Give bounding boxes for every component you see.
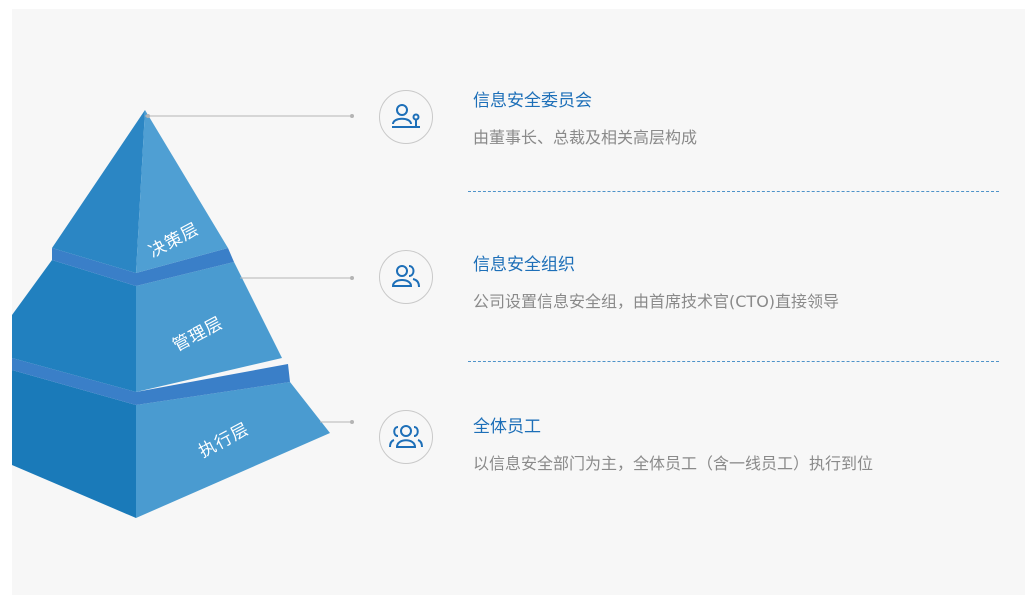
pyramid-diagram [12, 110, 354, 518]
item-3-icon-circle [379, 410, 433, 464]
pyramid-band-lower [12, 358, 290, 405]
item-2-title: 信息安全组织 [473, 255, 575, 275]
leader-dot-end-1 [350, 114, 354, 118]
pyramid-tier-execution-right [136, 382, 330, 518]
group-users-icon [389, 425, 423, 448]
item-3-title: 全体员工 [473, 417, 541, 437]
leader-dot-start-1 [146, 114, 150, 118]
item-1-icon-circle [379, 90, 433, 144]
pyramid-tier-decision-right [136, 110, 228, 273]
item-2-description: 公司设置信息安全组，由首席技术官(CTO)直接领导 [473, 292, 840, 311]
pyramid-tier-execution-left [12, 370, 136, 518]
item-3-description: 以信息安全部门为主，全体员工（含一线员工）执行到位 [473, 454, 874, 473]
item-2-icon-circle [379, 250, 433, 304]
pyramid-tier-management-left [12, 260, 136, 392]
divider-1 [468, 191, 999, 192]
leader-dot-end-2 [350, 276, 354, 280]
pyramid-tier-decision-left [52, 110, 145, 273]
pyramid-band-upper [52, 248, 234, 286]
item-1-title: 信息安全委员会 [473, 91, 592, 111]
leader-dot-end-3 [350, 420, 354, 424]
pyramid-tier-management-right [136, 262, 282, 392]
two-users-icon [391, 265, 420, 288]
divider-2 [468, 361, 999, 362]
item-1-description: 由董事长、总裁及相关高层构成 [473, 128, 698, 147]
user-at-desk-icon [392, 104, 420, 128]
